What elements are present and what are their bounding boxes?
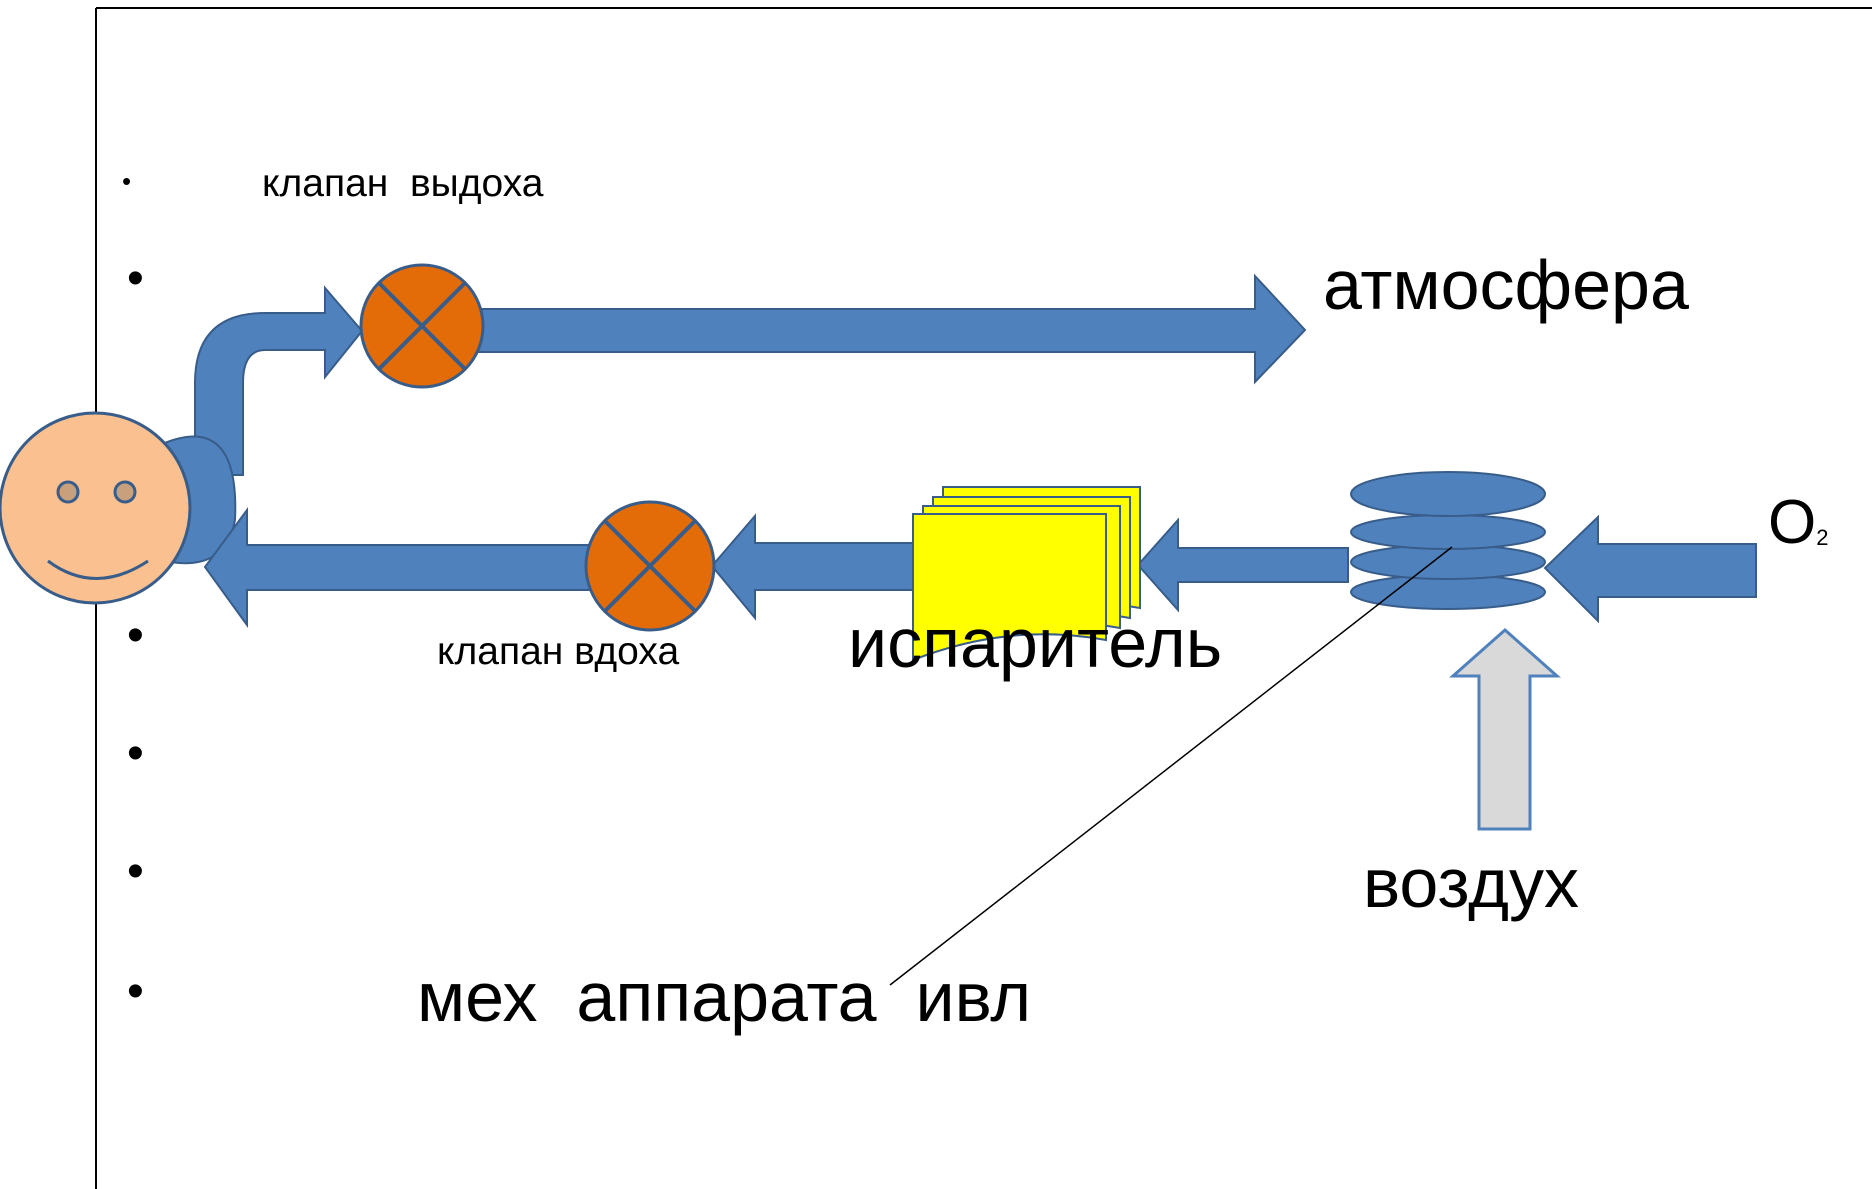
patient-face	[0, 411, 237, 605]
bullet-4: •	[127, 727, 144, 780]
arrow-bellows-to-vaporizer	[1136, 517, 1349, 613]
air-label: воздух	[1363, 844, 1579, 922]
exhale-valve-label: клапан выдоха	[262, 162, 544, 205]
bullet-3: •	[127, 609, 144, 662]
vaporizer-front-sheet	[912, 513, 1107, 662]
bellows	[1350, 471, 1546, 610]
bellows-label: мех аппарата ивл	[417, 958, 1032, 1036]
exhale-arrow-to-atmosphere	[477, 273, 1307, 385]
smile	[47, 559, 149, 580]
bullet-6: •	[127, 965, 144, 1018]
vaporizer-stack	[912, 486, 1141, 662]
right-eye	[113, 480, 137, 504]
left-eye	[56, 480, 80, 504]
bullet-5: •	[127, 845, 144, 898]
atmosphere-label: атмосфера	[1323, 246, 1689, 324]
o2-label: O2	[1768, 492, 1828, 554]
o2-inflow-arrow	[1543, 514, 1757, 624]
o2-main: O	[1768, 488, 1817, 557]
inhale-valve	[584, 500, 716, 632]
exhale-bent-pipe	[194, 285, 364, 476]
inhale-arrow-to-patient	[203, 506, 631, 629]
bullet-2: •	[127, 252, 144, 305]
arrow-vaporizer-to-valve	[710, 513, 921, 621]
vaporizer-label: испаритель	[848, 604, 1223, 682]
exhale-valve	[359, 263, 485, 389]
bellows-leader-line	[889, 546, 1453, 986]
o2-subscript: 2	[1816, 525, 1829, 550]
air-inflow-arrow	[1449, 627, 1561, 831]
bullet-1: •	[122, 166, 132, 196]
inhale-valve-label: клапан вдоха	[437, 630, 680, 673]
